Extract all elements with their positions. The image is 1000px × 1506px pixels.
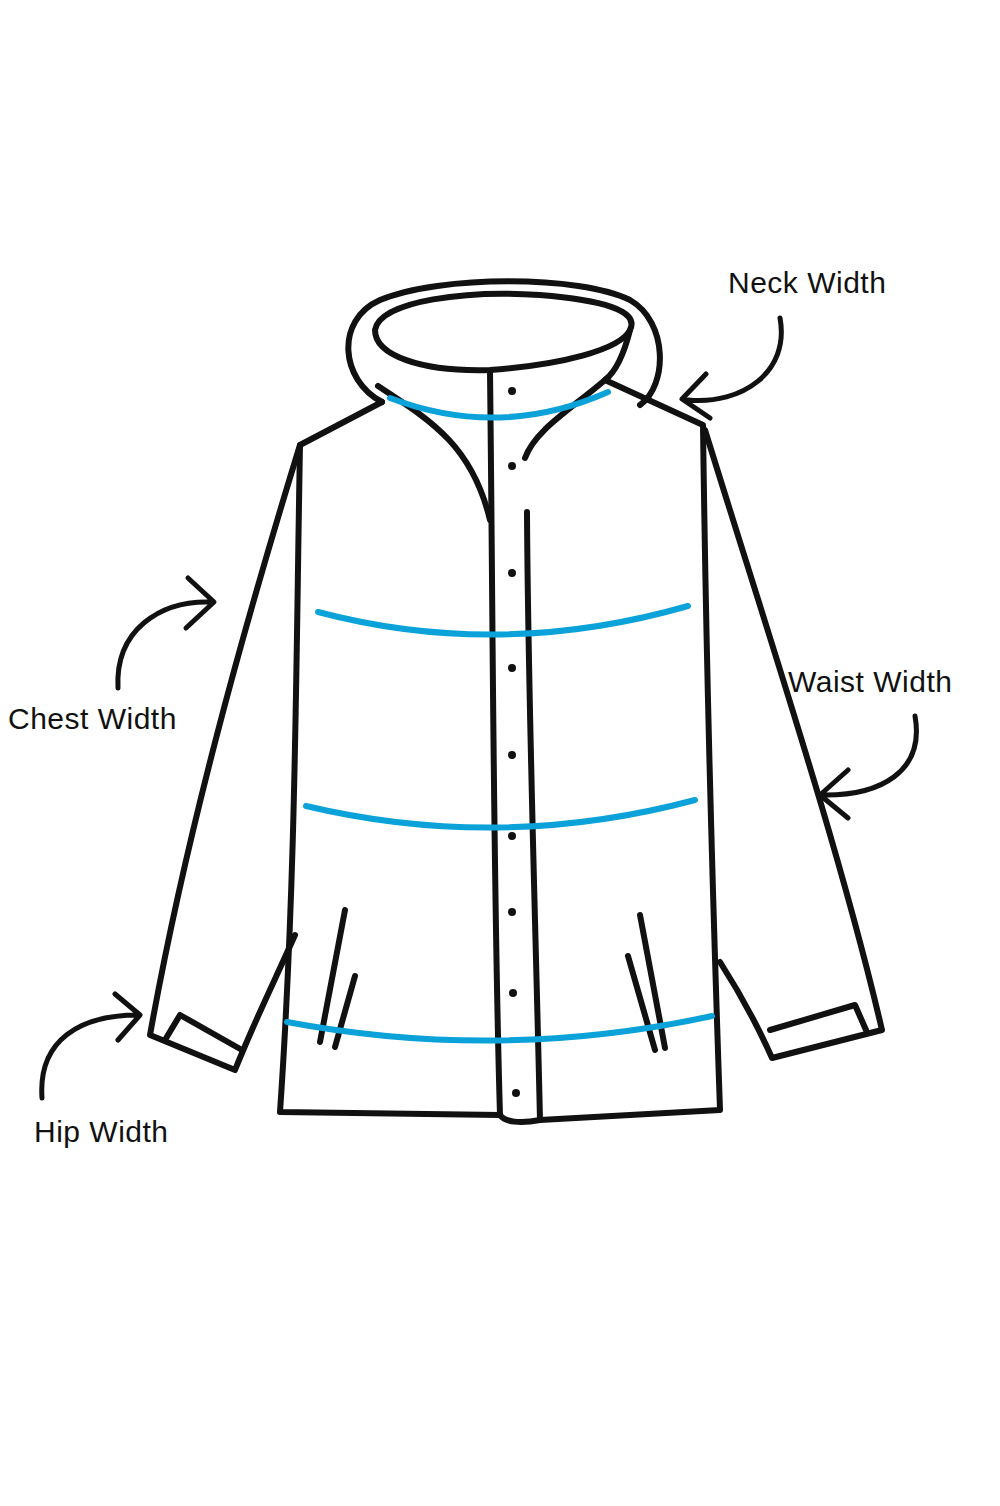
button	[508, 462, 516, 470]
right-cuff	[770, 1005, 866, 1030]
left-sleeve	[150, 445, 300, 1070]
button	[508, 751, 516, 759]
button	[512, 1089, 520, 1097]
measurement-label: Waist Width	[788, 665, 952, 698]
right-lapel	[525, 380, 605, 458]
right-sleeve	[705, 430, 882, 1058]
buttons	[508, 387, 520, 1097]
measurement-lines	[287, 392, 712, 1041]
button	[508, 664, 516, 672]
chest-arrow	[118, 578, 214, 688]
body-right	[540, 380, 720, 1120]
jacket-outline	[150, 281, 882, 1122]
neck-line	[390, 392, 608, 418]
neck-arrow	[682, 318, 781, 418]
measurement-label: Hip Width	[34, 1115, 169, 1148]
left-lapel	[378, 386, 490, 520]
button	[509, 989, 517, 997]
hip-line	[287, 1016, 712, 1041]
button	[508, 569, 516, 577]
button	[508, 908, 516, 916]
waist-line	[306, 800, 695, 828]
hood-opening	[375, 294, 632, 370]
measurement-label: Neck Width	[728, 266, 886, 299]
hip-arrow	[42, 994, 140, 1098]
hood-inner-side	[605, 330, 630, 380]
body-left	[280, 402, 500, 1115]
left-cuff	[165, 1015, 242, 1050]
measurement-label: Chest Width	[8, 702, 177, 735]
waist-arrow	[820, 716, 916, 818]
button	[508, 387, 516, 395]
chest-line	[318, 606, 688, 635]
placket	[490, 372, 540, 1122]
button	[508, 832, 516, 840]
